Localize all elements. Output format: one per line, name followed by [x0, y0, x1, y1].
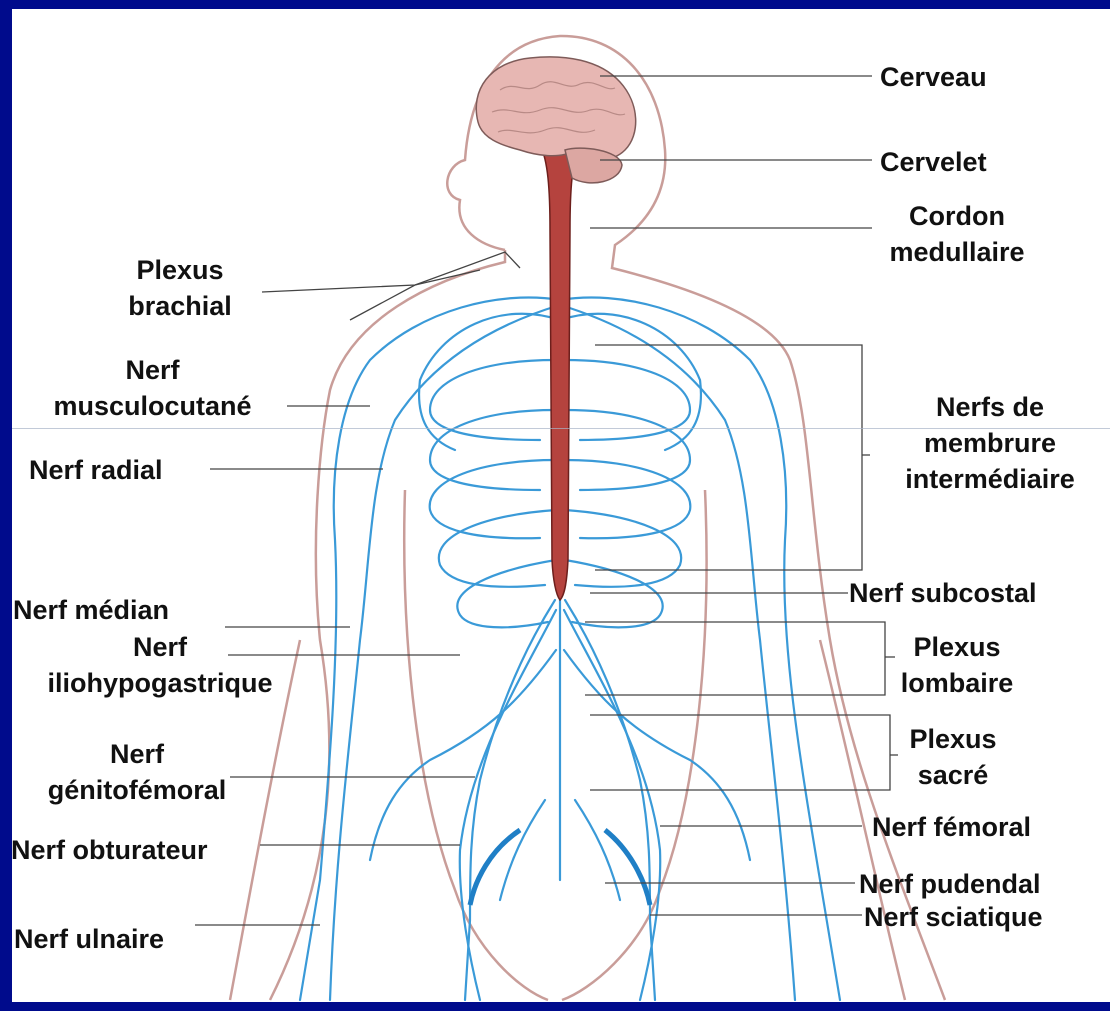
label-nerf-subcostal: Nerf subcostal — [849, 575, 1037, 611]
horizontal-rule — [12, 428, 1110, 429]
label-nerf-musculocutane-line-2: musculocutané — [20, 388, 285, 424]
label-nerf-obturateur: Nerf obturateur — [12, 832, 208, 868]
label-nerf-genitofemoral: Nerf génitofémoral — [17, 736, 257, 808]
label-cerveau: Cerveau — [880, 59, 987, 95]
label-plexus-brachial-line-1: Plexus — [90, 252, 270, 288]
label-cordon-line-1: Cordon — [862, 198, 1052, 234]
label-nerf-iliohypogastrique-line-1: Nerf — [12, 629, 320, 665]
label-plexus-brachial-line-2: brachial — [90, 288, 270, 324]
nerve-network — [300, 298, 840, 1001]
label-nerf-iliohypogastrique: Nerf iliohypogastrique — [12, 629, 320, 701]
label-nerfs-membrure-line-2: membrure — [870, 425, 1110, 461]
label-plexus-sacre: Plexus sacré — [898, 721, 1008, 793]
label-plexus-lombaire-line-1: Plexus — [897, 629, 1017, 665]
label-nerfs-membrure-line-1: Nerfs de — [870, 389, 1110, 425]
label-cordon-line-2: medullaire — [862, 234, 1052, 270]
diagram-panel: Cerveau Cervelet Cordon medullaire Plexu… — [12, 9, 1110, 1002]
label-nerfs-membrure-intermediaire: Nerfs de membrure intermédiaire — [870, 389, 1110, 497]
leader-lines — [195, 76, 898, 925]
label-nerf-musculocutane: Nerf musculocutané — [20, 352, 285, 424]
label-nerf-pudendal: Nerf pudendal — [859, 866, 1041, 902]
label-nerf-genitofemoral-line-1: Nerf — [17, 736, 257, 772]
label-plexus-lombaire-line-2: lombaire — [897, 665, 1017, 701]
label-nerf-femoral: Nerf fémoral — [872, 809, 1031, 845]
label-nerf-genitofemoral-line-2: génitofémoral — [17, 772, 257, 808]
label-nerf-sciatique: Nerf sciatique — [864, 899, 1043, 935]
label-plexus-sacre-line-1: Plexus — [898, 721, 1008, 757]
label-nerf-ulnaire: Nerf ulnaire — [14, 921, 164, 957]
spinal-cord — [540, 145, 580, 600]
label-nerfs-membrure-line-3: intermédiaire — [870, 461, 1110, 497]
label-cervelet: Cervelet — [880, 144, 987, 180]
pelvic-nerve-left — [470, 830, 520, 905]
label-nerf-musculocutane-line-1: Nerf — [20, 352, 285, 388]
label-plexus-lombaire: Plexus lombaire — [897, 629, 1017, 701]
label-cordon-medullaire: Cordon medullaire — [862, 198, 1052, 270]
bottom-border — [0, 1002, 1110, 1011]
label-nerf-median: Nerf médian — [13, 592, 169, 628]
label-plexus-sacre-line-2: sacré — [898, 757, 1008, 793]
label-nerf-radial: Nerf radial — [29, 452, 163, 488]
pelvic-nerve-right — [605, 830, 650, 905]
label-nerf-iliohypogastrique-line-2: iliohypogastrique — [12, 665, 320, 701]
label-plexus-brachial: Plexus brachial — [90, 252, 270, 324]
